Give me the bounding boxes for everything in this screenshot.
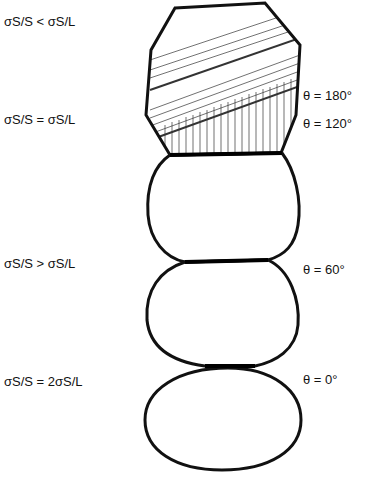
grain-boundary — [170, 153, 282, 155]
grain-outline — [146, 3, 300, 155]
grain-boundary — [185, 260, 268, 262]
grain-boundary — [205, 364, 255, 368]
tension-relation: σS/S = σS/L — [4, 112, 75, 128]
grain-hatching — [150, 10, 300, 155]
dihedral-angle: θ = 60° — [303, 262, 345, 278]
tension-relation: σS/S < σS/L — [4, 14, 75, 30]
dihedral-angle: θ = 180° — [303, 88, 352, 104]
grain-outline — [145, 368, 301, 470]
dihedral-angle: θ = 0° — [303, 372, 337, 388]
grain-outline — [148, 153, 299, 262]
grain-outline — [147, 260, 298, 366]
tension-relation: σS/S > σS/L — [4, 256, 75, 272]
tension-relation: σS/S = 2σS/L — [4, 374, 83, 390]
dihedral-angle: θ = 120° — [303, 116, 352, 132]
